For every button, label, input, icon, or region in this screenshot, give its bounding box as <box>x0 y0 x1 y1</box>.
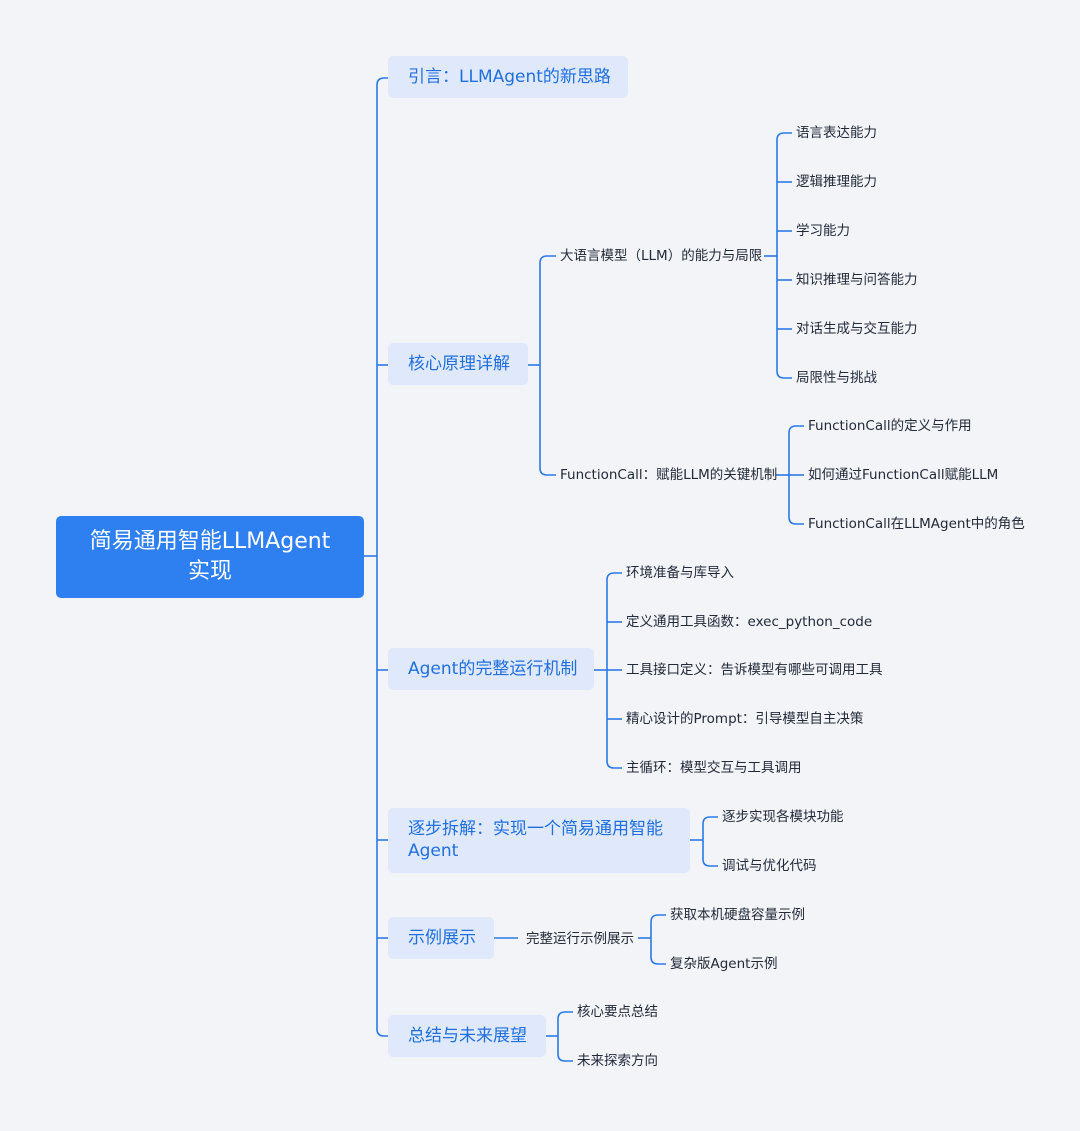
connector-line <box>557 1053 573 1062</box>
leaf-item[interactable]: 知识推理与问答能力 <box>796 272 918 288</box>
branch-summary[interactable]: 总结与未来展望 <box>388 1015 546 1057</box>
leaf-item[interactable]: 工具接口定义：告诉模型有哪些可调用工具 <box>626 662 883 678</box>
leaf-item[interactable]: 主循环：模型交互与工具调用 <box>626 760 802 776</box>
leaf-item[interactable]: 未来探索方向 <box>577 1053 658 1069</box>
branch-agent-mechanism[interactable]: Agent的完整运行机制 <box>388 648 594 690</box>
leaf-item[interactable]: 复杂版Agent示例 <box>670 956 778 972</box>
connector-line <box>776 132 792 141</box>
branch-label: 总结与未来展望 <box>408 1026 527 1046</box>
leaf-item[interactable]: FunctionCall的定义与作用 <box>808 418 972 434</box>
leaf-item[interactable]: 对话生成与交互能力 <box>796 321 918 337</box>
branch-label: 引言：LLMAgent的新思路 <box>408 67 611 87</box>
branch-label: Agent的完整运行机制 <box>408 659 578 679</box>
leaf-item[interactable]: 获取本机硬盘容量示例 <box>670 907 805 923</box>
branch-label: 逐步拆解：实现一个简易通用智能Agent <box>408 819 663 861</box>
connector-line <box>702 858 718 867</box>
connector-line <box>376 77 388 86</box>
leaf-item[interactable]: 语言表达能力 <box>796 125 877 141</box>
connector-line <box>650 956 666 965</box>
connector-line <box>788 516 804 525</box>
branch-label: 示例展示 <box>408 928 476 948</box>
branch-examples[interactable]: 示例展示 <box>388 917 494 959</box>
connector-line <box>606 572 622 581</box>
root-title-line2: 实现 <box>187 559 232 584</box>
connector-line <box>650 914 666 923</box>
leaf-item[interactable]: 如何通过FunctionCall赋能LLM <box>808 467 999 483</box>
leaf-item[interactable]: 精心设计的Prompt：引导模型自主决策 <box>626 711 864 727</box>
subtopic-functioncall[interactable]: FunctionCall：赋能LLM的关键机制 <box>560 467 778 483</box>
connector-line <box>702 816 718 825</box>
branch-step-by-step[interactable]: 逐步拆解：实现一个简易通用智能Agent <box>388 808 690 873</box>
connector-line <box>557 1011 573 1020</box>
branch-core-principles[interactable]: 核心原理详解 <box>388 343 528 385</box>
connector-line <box>776 370 792 379</box>
root-title-line1: 简易通用智能LLMAgent <box>89 529 331 554</box>
connector-line <box>539 467 556 476</box>
leaf-item[interactable]: 逐步实现各模块功能 <box>722 809 844 825</box>
leaf-item[interactable]: 学习能力 <box>796 223 850 239</box>
root-node[interactable]: 简易通用智能LLMAgent 实现 <box>56 516 364 598</box>
leaf-item[interactable]: 局限性与挑战 <box>796 370 877 386</box>
branch-label: 核心原理详解 <box>408 354 510 374</box>
connector-line <box>606 760 622 769</box>
subtopic-llm-capabilities[interactable]: 大语言模型（LLM）的能力与局限 <box>560 248 763 264</box>
connector-line <box>376 1028 388 1037</box>
subtopic-full-example[interactable]: 完整运行示例展示 <box>526 931 634 947</box>
leaf-item[interactable]: 环境准备与库导入 <box>626 565 734 581</box>
leaf-item[interactable]: 调试与优化代码 <box>722 858 817 874</box>
leaf-item[interactable]: 核心要点总结 <box>577 1004 658 1020</box>
leaf-item[interactable]: FunctionCall在LLMAgent中的角色 <box>808 516 1025 532</box>
connector-line <box>788 425 804 434</box>
leaf-item[interactable]: 定义通用工具函数：exec_python_code <box>626 614 873 630</box>
branch-introduction[interactable]: 引言：LLMAgent的新思路 <box>388 56 628 98</box>
connector-line <box>539 255 556 264</box>
leaf-item[interactable]: 逻辑推理能力 <box>796 174 877 190</box>
